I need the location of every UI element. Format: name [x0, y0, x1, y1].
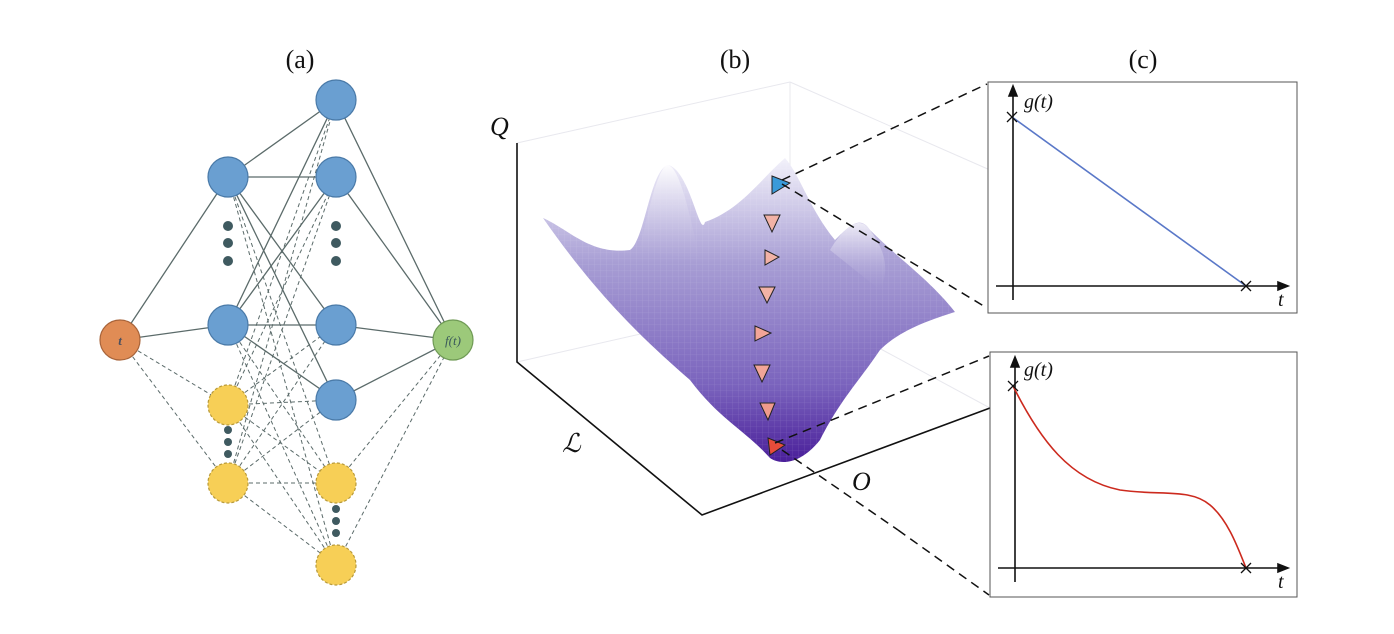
hidden-node [315, 304, 357, 346]
hidden-node [315, 379, 357, 421]
l-axis-label: ℒ [562, 429, 582, 458]
panel-c-label: (c) [1129, 45, 1158, 74]
hidden-node [315, 156, 357, 198]
hidden-node [315, 79, 357, 121]
x-axis-arrow-icon [1277, 562, 1291, 574]
input-node-label: t [118, 333, 122, 348]
path-marker [753, 364, 771, 384]
hidden-layer-1 [207, 156, 249, 346]
ellipsis-dots [331, 221, 341, 266]
linear-curve [1011, 116, 1247, 287]
dropout-node [207, 462, 249, 504]
bottom-plot-xlabel: t [1278, 571, 1284, 593]
landscape-axes [516, 143, 991, 516]
solid-connections [119, 99, 454, 401]
surface-peak [830, 222, 886, 290]
linear-schedule-plot: g(t) t [987, 81, 1298, 314]
neural-network [119, 99, 454, 566]
dropout-node [207, 384, 249, 426]
y-axis-arrow-icon [1009, 354, 1021, 368]
nonlinear-curve [1012, 385, 1247, 569]
zoom-connectors [774, 83, 990, 596]
optimization-path [753, 175, 792, 456]
path-marker [758, 286, 776, 305]
x-axis-arrow-icon [1277, 280, 1291, 292]
ellipsis-dots [224, 426, 232, 458]
panel-a-label: (a) [286, 45, 315, 74]
input-node: t [99, 319, 141, 361]
output-node-label: f(t) [445, 333, 461, 348]
hidden-layer-2 [315, 79, 357, 421]
endpoint-markers [1007, 380, 1252, 574]
y-axis-arrow-icon [1007, 83, 1019, 97]
dropout-node [315, 462, 357, 504]
output-node: f(t) [432, 319, 474, 361]
dropout-node [315, 544, 357, 586]
bottom-plot-ylabel: g(t) [1024, 359, 1053, 381]
dropout-connections [119, 99, 454, 566]
path-marker [759, 402, 776, 422]
top-plot-xlabel: t [1278, 289, 1284, 311]
q-axis-label: Q [490, 112, 509, 141]
dropout-layer-2 [315, 462, 357, 586]
top-plot-ylabel: g(t) [1024, 91, 1053, 113]
o-axis-label: O [852, 467, 871, 496]
start-marker [771, 175, 792, 195]
ellipsis-dots [223, 221, 233, 266]
dropout-layer-1 [207, 384, 249, 504]
endpoint-markers [1006, 111, 1252, 292]
surface-peak [640, 165, 700, 260]
path-marker [763, 214, 781, 234]
loss-surface [543, 158, 955, 463]
path-marker [764, 249, 781, 266]
hidden-node [207, 304, 249, 346]
end-marker [767, 437, 787, 456]
path-marker [754, 325, 773, 342]
panel-b-label: (b) [720, 45, 750, 74]
ellipsis-dots [332, 505, 340, 537]
hidden-node [207, 156, 249, 198]
nonlinear-schedule-plot: g(t) t [989, 351, 1298, 598]
